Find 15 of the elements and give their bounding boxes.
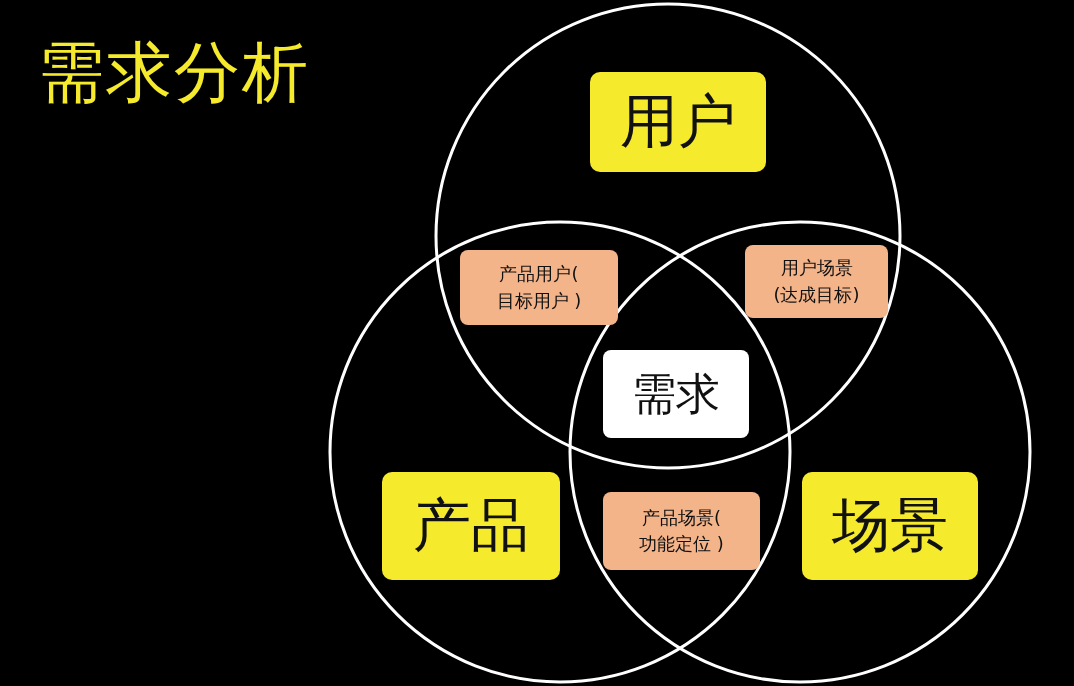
intersection-label-box <box>745 245 888 318</box>
center-label-box <box>603 350 749 438</box>
category-label-box <box>802 472 978 580</box>
category-text: 产品 <box>413 494 529 558</box>
category-label-box <box>382 472 560 580</box>
category-text: 需求 <box>632 369 720 419</box>
category-label-box <box>590 72 766 172</box>
category-text: 场景 <box>832 494 948 558</box>
category-text: 用户 <box>620 90 736 154</box>
intersection-text: 产品用户( 目标用户 ) <box>495 262 583 313</box>
intersection-label-box <box>460 250 618 325</box>
title: 需求分析 <box>38 40 310 106</box>
intersection-label-box <box>603 492 760 570</box>
intersection-text: 产品场景( 功能定位 ) <box>638 505 725 556</box>
intersection-text: 用户场景(达成目标) <box>772 256 861 307</box>
